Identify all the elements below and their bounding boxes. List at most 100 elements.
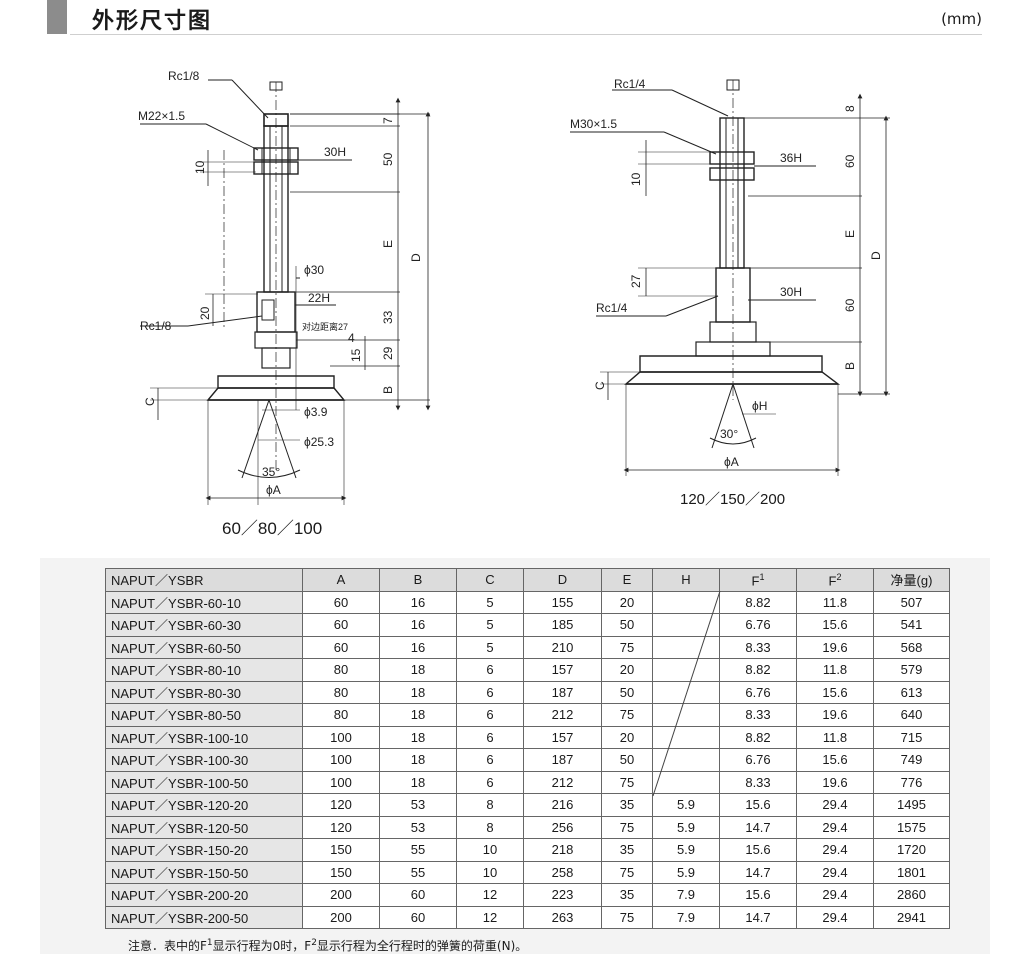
cell-value: 216	[523, 793, 602, 817]
label-dim-b-right: B	[843, 362, 857, 370]
cell-value: 14.7	[719, 815, 797, 839]
cell-value: 613	[873, 680, 950, 704]
cell-value	[652, 770, 720, 794]
cell-value: 75	[601, 703, 653, 727]
cell-value: 35	[601, 838, 653, 862]
cell-value: 10	[456, 838, 524, 862]
cell-value: 5.9	[652, 860, 720, 884]
label-dim-4: 4	[348, 331, 355, 345]
label-dim-d: D	[409, 253, 423, 262]
cell-value: 5.9	[652, 838, 720, 862]
cell-model: NAPUT／YSBR-60-50	[105, 635, 303, 659]
cell-value: 18	[379, 770, 457, 794]
label-dim-27: 27	[629, 274, 643, 288]
cell-value: 6.76	[719, 748, 797, 772]
cell-model: NAPUT／YSBR-80-30	[105, 680, 303, 704]
left-drawing-caption: 60／80／100	[222, 519, 323, 538]
cell-value: 8.82	[719, 725, 797, 749]
col-header-a: A	[302, 568, 380, 592]
cell-value: 8.33	[719, 635, 797, 659]
cell-value: 8.82	[719, 658, 797, 682]
cell-value: 15.6	[719, 838, 797, 862]
cell-value: 1720	[873, 838, 950, 862]
cell-value: 20	[601, 590, 653, 614]
cell-value: 579	[873, 658, 950, 682]
label-dim-e: E	[381, 240, 395, 248]
cell-value: 55	[379, 860, 457, 884]
label-dim-b: B	[381, 386, 395, 394]
cell-value: 185	[523, 613, 602, 637]
cell-value: 50	[601, 748, 653, 772]
cell-value: 7.9	[652, 883, 720, 907]
cell-model: NAPUT／YSBR-60-10	[105, 590, 303, 614]
label-dim-10-right: 10	[629, 172, 643, 186]
cell-value: 100	[302, 770, 380, 794]
dimension-drawings: Rc1/8 M22×1.5 30H 10 7 50 E D ϕ30 22H 20…	[138, 69, 890, 505]
cell-value: 2941	[873, 905, 950, 929]
cell-value: 212	[523, 703, 602, 727]
cell-model: NAPUT／YSBR-120-20	[105, 793, 303, 817]
right-drawing	[570, 79, 890, 476]
label-angle-30: 30°	[720, 427, 738, 441]
label-dim-8: 8	[843, 105, 857, 112]
cell-value: 18	[379, 748, 457, 772]
label-rc1-4-top: Rc1/4	[614, 77, 646, 91]
label-dim-e-right: E	[843, 230, 857, 238]
cell-value	[652, 703, 720, 727]
header-divider	[70, 34, 982, 35]
cell-value: 640	[873, 703, 950, 727]
cell-value: 7.9	[652, 905, 720, 929]
right-drawing-caption: 120／150／200	[680, 491, 786, 508]
cell-value: 5	[456, 590, 524, 614]
cell-value: 223	[523, 883, 602, 907]
cell-value: 6	[456, 680, 524, 704]
cell-value: 5.9	[652, 815, 720, 839]
cell-value: 19.6	[796, 770, 874, 794]
label-rc1-8-top: Rc1/8	[168, 69, 200, 83]
label-phi-25-3: ϕ25.3	[304, 435, 334, 449]
cell-model: NAPUT／YSBR-100-30	[105, 748, 303, 772]
cell-value: 6	[456, 703, 524, 727]
cell-value: 263	[523, 905, 602, 929]
label-phi-h: ϕH	[752, 399, 767, 413]
cell-model: NAPUT／YSBR-120-50	[105, 815, 303, 839]
cell-value: 187	[523, 748, 602, 772]
cell-value: 1495	[873, 793, 950, 817]
label-hex-30h-right: 30H	[780, 285, 802, 299]
label-dim-60-bottom: 60	[843, 298, 857, 312]
cell-value: 18	[379, 725, 457, 749]
cell-value: 15.6	[719, 793, 797, 817]
cell-value: 14.7	[719, 860, 797, 884]
label-rc1-8-bottom: Rc1/8	[140, 319, 172, 333]
cell-value: 15.6	[796, 613, 874, 637]
cell-value: 120	[302, 815, 380, 839]
cell-value: 29.4	[796, 793, 874, 817]
cell-value: 29.4	[796, 860, 874, 884]
col-header-f2: F2	[796, 568, 874, 592]
cell-value: 11.8	[796, 658, 874, 682]
page-title: 外形尺寸图	[92, 9, 213, 34]
cell-value: 75	[601, 815, 653, 839]
cell-value: 55	[379, 838, 457, 862]
label-dim-33: 33	[381, 310, 395, 324]
cell-value: 10	[456, 860, 524, 884]
table-note: 注意．表中的F1显示行程为0时，F2显示行程为全行程时的弹簧的荷重(N)。	[128, 938, 528, 953]
header-accent-bar	[47, 0, 67, 34]
cell-value: 210	[523, 635, 602, 659]
cell-value: 11.8	[796, 590, 874, 614]
label-phi-a: ϕA	[266, 483, 281, 497]
label-dim-7: 7	[381, 117, 395, 124]
cell-value: 11.8	[796, 725, 874, 749]
cell-value: 187	[523, 680, 602, 704]
